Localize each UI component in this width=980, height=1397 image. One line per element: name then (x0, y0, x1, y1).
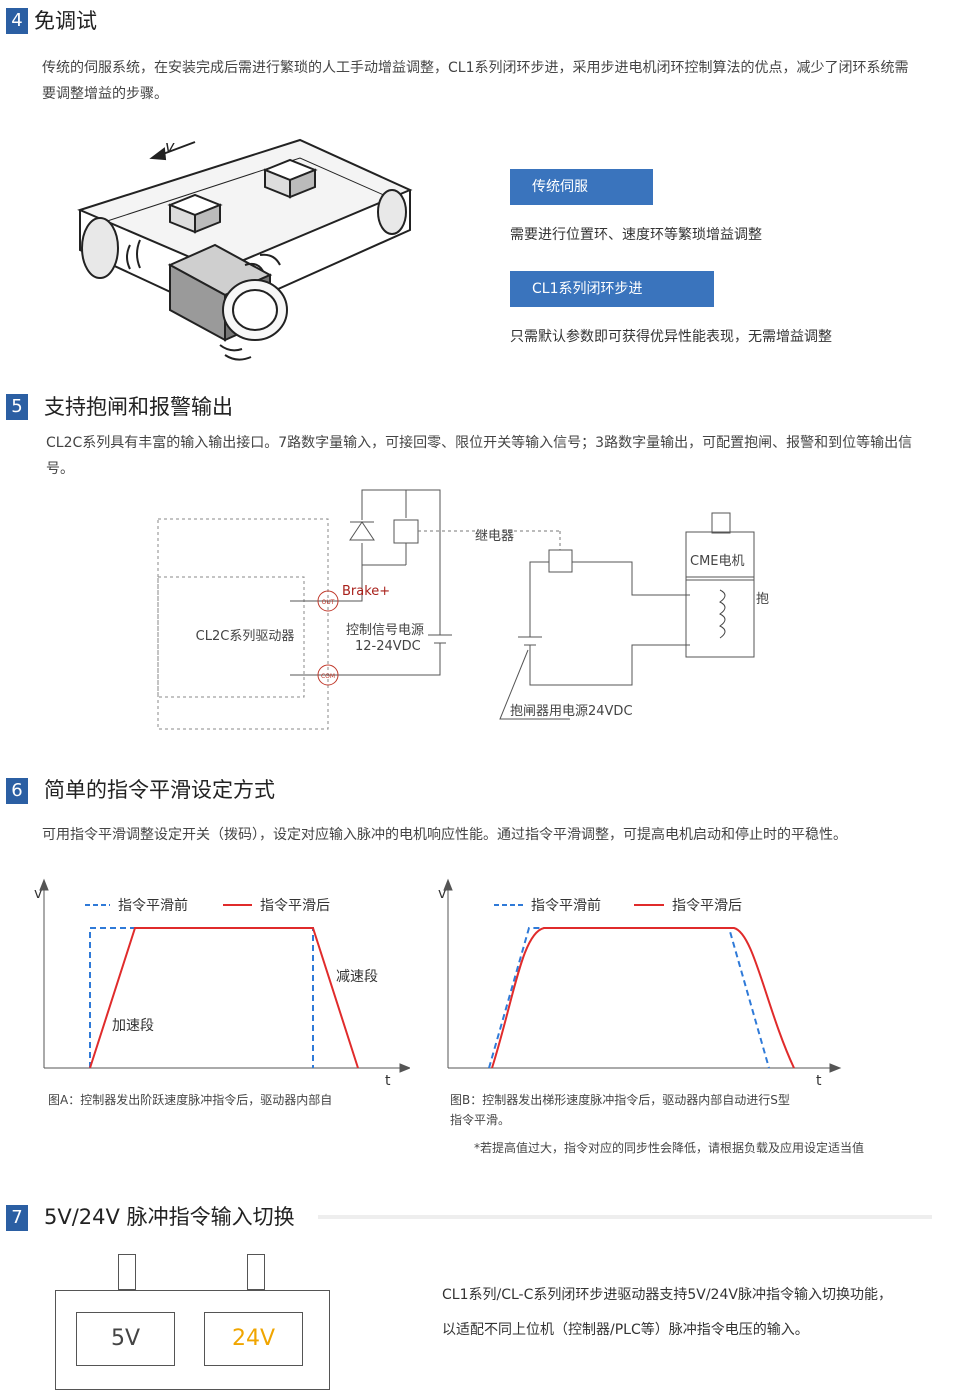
section-5-title: 支持抱闸和报警输出 (44, 395, 233, 419)
control-supply-label: 控制信号电源 (346, 623, 424, 638)
brake-plus-label: Brake+ (342, 584, 390, 599)
section-5-number: 5 (6, 394, 28, 420)
com-terminal-label: COM (321, 673, 335, 680)
voltage-switch-housing (55, 1290, 330, 1390)
chart-b-ylabel: v (438, 886, 446, 902)
control-supply-voltage: 12-24VDC (355, 639, 421, 654)
switch-5v-label[interactable]: 5V (76, 1312, 175, 1366)
section-4-paragraph: 传统的伺服系统，在安装完成后需进行繁琐的人工手动增益调整，CL1系列闭环步进，采… (42, 60, 909, 102)
chart-b-legend-before: 指令平滑前 (531, 897, 601, 914)
chart-b-before-line (488, 927, 770, 1069)
brake-terminal-label: OUT (322, 599, 335, 606)
switch-24v-label[interactable]: 24V (204, 1312, 303, 1366)
motor-label: CME电机 (690, 554, 745, 569)
chart-b-after-line (491, 927, 795, 1069)
section-6-title: 简单的指令平滑设定方式 (44, 778, 275, 802)
brake-power-label: 抱闸器用电源24VDC (510, 703, 633, 719)
section-7-title: 5V/24V 脉冲指令输入切换 (44, 1205, 295, 1229)
section-7-divider (318, 1215, 932, 1219)
chart-b-y-arrow (443, 878, 453, 891)
chart-b-xlabel: t (816, 1073, 822, 1088)
chart-a-ylabel: v (34, 886, 42, 902)
chart-a: v t 指令平滑前 指令平滑后 加速段 减速段 (34, 878, 410, 1088)
chart-a-after-line (89, 927, 359, 1069)
relay-label: 继电器 (475, 529, 514, 544)
chart-a-before-line (89, 927, 314, 1068)
chart-a-caption: 图A：控制器发出阶跃速度脉冲指令后，驱动器内部自 (48, 1093, 333, 1107)
closed-loop-stepper-tag: CL1系列闭环步进 (510, 271, 714, 307)
chart-a-decel-label: 减速段 (336, 969, 378, 985)
section-4-title: 免调试 (34, 9, 97, 33)
switch-5v-lever[interactable] (118, 1254, 136, 1290)
traditional-servo-note: 需要进行位置环、速度环等繁琐增益调整 (510, 227, 762, 243)
switch-24v-lever[interactable] (247, 1254, 265, 1290)
closed-loop-stepper-note: 只需默认参数即可获得优异性能表现，无需增益调整 (510, 329, 832, 345)
section-6-paragraph: 可用指令平滑调整设定开关（拨码），设定对应输入脉冲的电机响应性能。通过指令平滑调… (42, 827, 847, 843)
brake-wiring-diagram: OUT COM CL2C系列驱动器 Brake+ 控制信号电源 12-24VDC… (157, 489, 770, 730)
chart-b: v t 指令平滑前 指令平滑后 (438, 878, 842, 1088)
chart-a-accel-label: 加速段 (112, 1018, 154, 1034)
section-7-number: 7 (6, 1205, 28, 1231)
traditional-servo-tag: 传统伺服 (510, 169, 653, 205)
chart-b-legend-after: 指令平滑后 (672, 897, 742, 914)
chart-b-x-arrow (829, 1063, 842, 1073)
chart-a-y-arrow (39, 878, 49, 891)
chart-a-xlabel: t (385, 1073, 391, 1088)
section-4-number: 4 (6, 8, 28, 34)
chart-a-legend-after: 指令平滑后 (260, 897, 330, 914)
section-7-text-line2: 以适配不同上位机（控制器/PLC等）脉冲指令电压的输入。 (442, 1322, 809, 1338)
section-7-text-line1: CL1系列/CL-C系列闭环步进驱动器支持5V/24V脉冲指令输入切换功能， (442, 1287, 892, 1303)
chart-b-caption: 图B：控制器发出梯形速度脉冲指令后，驱动器内部自动进行S型指令平滑。 (450, 1093, 790, 1127)
chart-a-legend-before: 指令平滑前 (118, 897, 188, 914)
conveyor-illustration: v (77, 137, 413, 361)
section-6-number: 6 (6, 778, 28, 804)
section-5-paragraph: CL2C系列具有丰富的输入输出接口。7路数字量输入，可接回零、限位开关等输入信号… (46, 435, 913, 477)
chart-a-x-arrow (399, 1063, 410, 1073)
velocity-label: v (165, 137, 175, 156)
driver-label: CL2C系列驱动器 (196, 629, 295, 644)
section-6-footnote: *若提高值过大，指令对应的同步性会降低，请根据负载及应用设定适当值 (474, 1141, 865, 1155)
brake-device-label: 抱闸器 (756, 591, 770, 607)
